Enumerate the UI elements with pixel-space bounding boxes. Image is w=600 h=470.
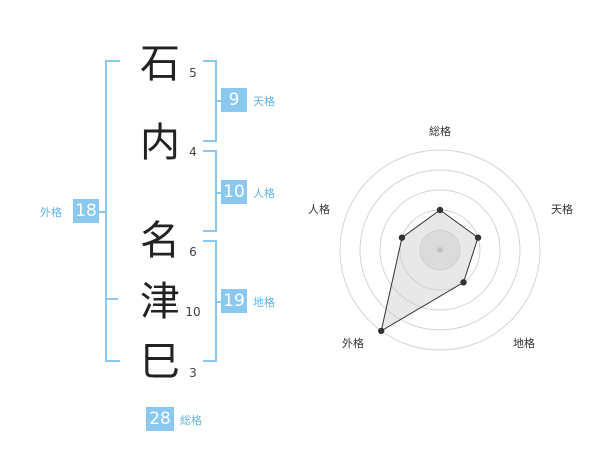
name-char-3: 名 [140, 218, 180, 264]
soukaku-value: 28 [146, 407, 174, 431]
name-char-1: 石 [140, 41, 180, 87]
radar-axis-label-1: 天格 [551, 203, 573, 216]
radar-series-area [380, 209, 479, 332]
tenkaku-value: 9 [221, 88, 247, 112]
radar-point-2 [460, 279, 467, 286]
name-char-2: 内 [140, 120, 180, 166]
gaikaku-connector [99, 211, 105, 213]
name-char-5: 巳 [140, 339, 180, 385]
jinkaku-label: 人格 [253, 187, 275, 200]
radar-axis-label-2: 地格 [513, 337, 535, 350]
name-char-4: 津 [140, 279, 180, 325]
tenkaku-connector [215, 100, 221, 102]
stroke-count-2: 4 [189, 145, 197, 159]
radar-axis-label-4: 人格 [308, 203, 330, 216]
gaikaku-bracket [105, 60, 120, 362]
radar-axis-label-3: 外格 [342, 337, 364, 350]
stroke-count-3: 6 [189, 245, 197, 259]
radar-ring-3 [379, 189, 501, 311]
radar-center [437, 247, 443, 253]
chikaku-label: 地格 [253, 296, 275, 309]
radar-point-3 [378, 327, 385, 335]
radar-point-1 [474, 234, 482, 241]
jinkaku-value: 10 [221, 180, 247, 204]
radar-point-4 [398, 234, 406, 241]
gaikaku-label: 外格 [40, 206, 62, 219]
gaikaku-bracket-tick [105, 298, 118, 300]
radar-axis-label-0: 総格 [429, 125, 451, 138]
gaikaku-value: 18 [73, 199, 99, 223]
soukaku-label: 総格 [180, 414, 202, 427]
chikaku-connector [215, 301, 221, 303]
jinkaku-connector [215, 192, 221, 194]
jinkaku-bracket [203, 150, 217, 232]
radar-ring-5 [339, 149, 541, 351]
stroke-count-1: 5 [189, 66, 197, 80]
tenkaku-label: 天格 [253, 95, 275, 108]
radar-point-0 [436, 206, 444, 214]
stroke-count-5: 3 [189, 366, 197, 380]
stroke-count-4: 10 [185, 305, 201, 319]
chikaku-value: 19 [221, 289, 247, 313]
radar-ring-4 [359, 169, 521, 331]
